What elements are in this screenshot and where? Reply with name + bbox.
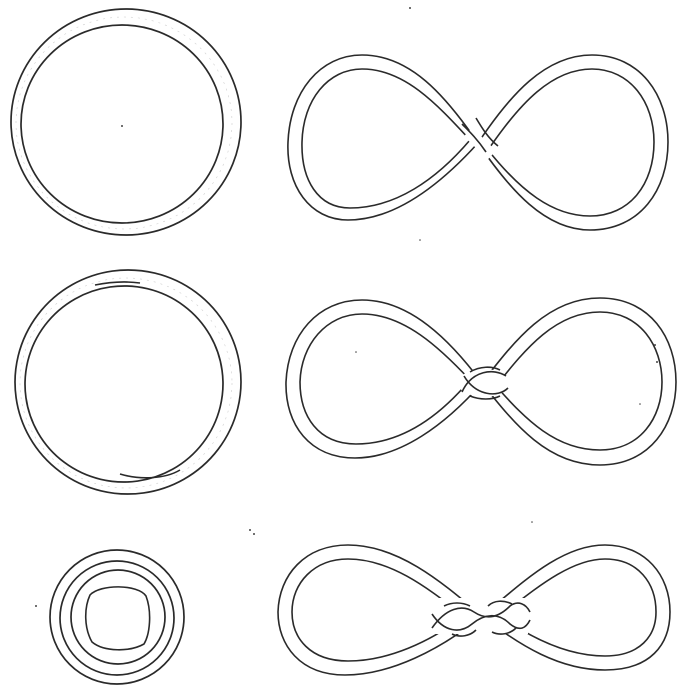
scan-specks <box>35 7 658 607</box>
figure-eight-panel-row3 <box>278 545 670 675</box>
figure-eight-panel-row1 <box>288 55 668 230</box>
ring-panel-row2 <box>1 255 256 508</box>
coiled-ring-panel-row3 <box>50 550 184 684</box>
figure-eight-panel-row2 <box>286 298 676 465</box>
ring-panel-row1 <box>11 9 241 235</box>
